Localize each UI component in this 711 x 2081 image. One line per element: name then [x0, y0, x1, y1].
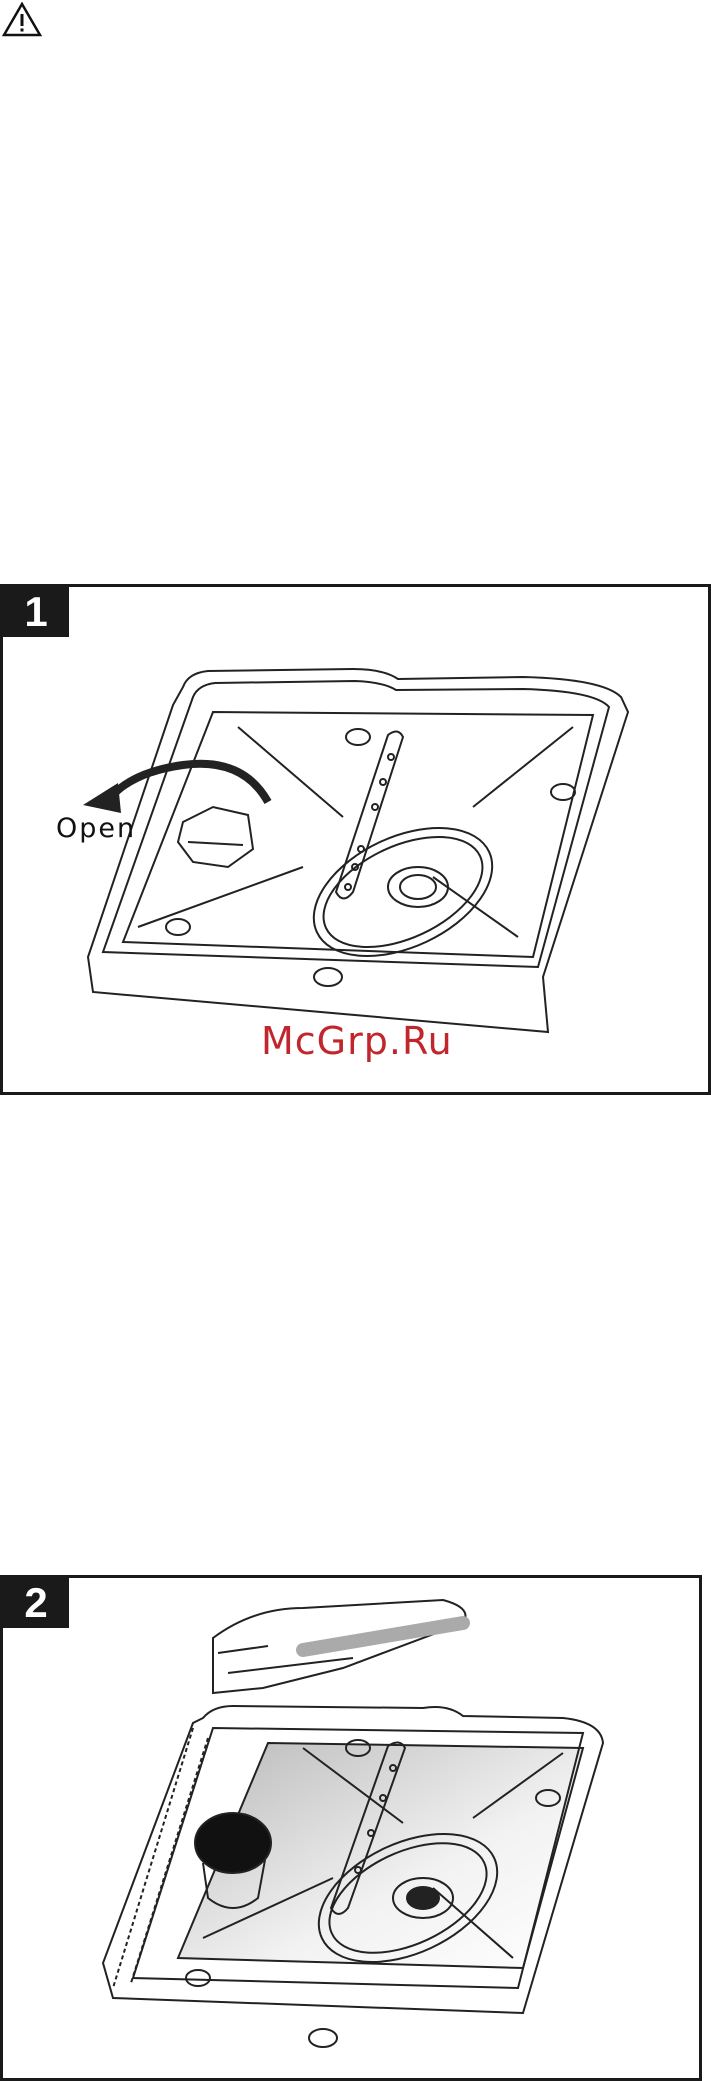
- figure-2-panel: 2: [0, 1575, 702, 2081]
- figure-1-panel: 1: [0, 584, 711, 1095]
- watermark-text: McGrp.Ru: [261, 1019, 453, 1063]
- open-direction-label: Open: [56, 813, 136, 844]
- figure-2-illustration: [3, 1578, 699, 2078]
- warning-triangle-icon: [2, 2, 42, 38]
